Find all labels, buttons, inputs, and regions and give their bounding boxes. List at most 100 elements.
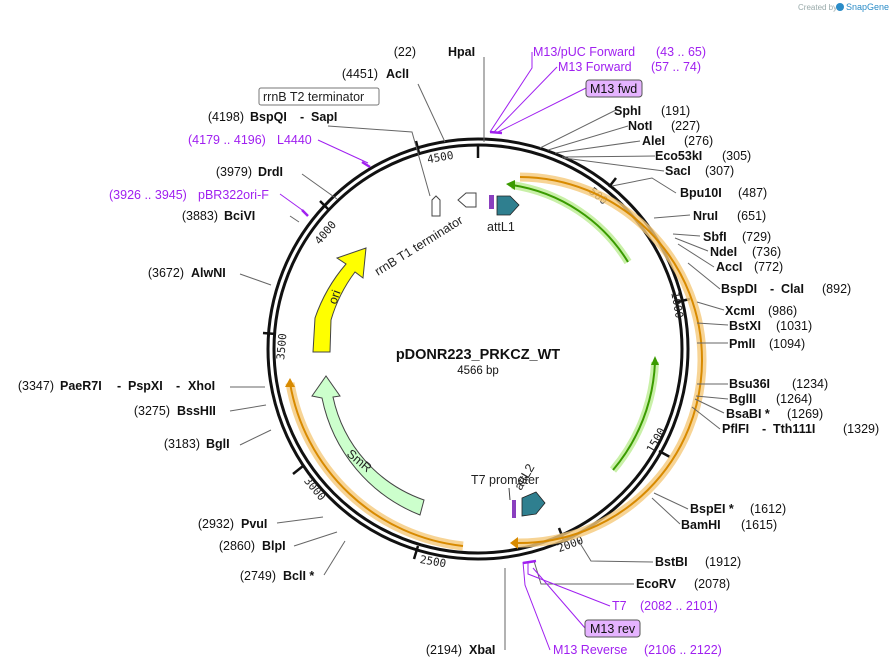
enzyme-xbai-name: XbaI xyxy=(469,643,495,657)
primer-pbr322ori-f-name: pBR322ori-F xyxy=(198,188,269,202)
enzyme-ecorv-name: EcoRV xyxy=(636,577,677,591)
primer-m13-puc-forward-name: M13/pUC Forward xyxy=(533,45,635,59)
enzyme-clai-name: ClaI xyxy=(781,282,804,296)
smr-feature-arrow xyxy=(311,375,425,516)
green-top-arc xyxy=(511,184,629,263)
primer-labels: M13/pUC Forward (43 .. 65) M13 Forward (… xyxy=(109,45,722,657)
enzyme-pflfi-name: PflFI xyxy=(722,422,749,436)
enzyme-saci-pos: (307) xyxy=(705,164,734,178)
enzyme-bcli-name: BclI * xyxy=(283,569,314,583)
enzyme-xhoi-sep: - xyxy=(176,379,180,393)
enzyme-bgli-pos: (3183) xyxy=(164,437,200,451)
enzyme-bspei-name: BspEI * xyxy=(690,502,734,516)
enzyme-nrui-pos: (651) xyxy=(737,209,766,223)
attl1-label: attL1 xyxy=(487,220,515,234)
green-bottom-arrowhead xyxy=(651,356,659,365)
orf-right-arrowhead xyxy=(510,537,518,549)
enzyme-xhoi-name: XhoI xyxy=(188,379,215,393)
snapgene-brand-text: SnapGene xyxy=(846,2,889,12)
orf-left-arrowhead xyxy=(285,378,295,387)
enzyme-bamhi-pos: (1615) xyxy=(741,518,777,532)
enzyme-labels-left: (22) HpaI (4451) AclI (4198) BspQI - Sap… xyxy=(18,45,496,657)
rrnb-t2-label-box xyxy=(258,87,380,106)
attl2-feature-arrow xyxy=(521,491,546,517)
enzyme-bglii-name: BglII xyxy=(729,392,756,406)
primer-m13-reverse-range: (2106 .. 2122) xyxy=(644,643,722,657)
ori-label: ori xyxy=(326,288,344,306)
enzyme-bspdi-pos: (892) xyxy=(822,282,851,296)
enzyme-acci-pos: (772) xyxy=(754,260,783,274)
enzyme-pflfi-pos: (1329) xyxy=(843,422,879,436)
rrnb-t2-terminator-marker xyxy=(431,195,441,217)
enzyme-xbai-pos: (2194) xyxy=(426,643,462,657)
enzyme-tth111i-sep: - xyxy=(762,422,766,436)
enzyme-bcivi-pos: (3883) xyxy=(182,209,218,223)
green-bottom-glow xyxy=(609,361,659,473)
enzyme-hpai-pos: (22) xyxy=(394,45,416,59)
attl1-feature-arrow xyxy=(496,195,520,216)
ori-feature-arrow xyxy=(312,247,367,353)
orf-left-glow xyxy=(285,382,464,551)
t7-promoter-label: T7 promoter xyxy=(471,473,539,487)
enzyme-bspdi-name: BspDI xyxy=(721,282,757,296)
orf-right-arc xyxy=(517,176,703,545)
primer-m13-puc-forward-range: (43 .. 65) xyxy=(656,45,706,59)
enzyme-bsu36i-name: Bsu36I xyxy=(729,377,770,391)
enzyme-acci-name: AccI xyxy=(716,260,742,274)
enzyme-clai-sep: - xyxy=(770,282,774,296)
enzyme-eco53ki-pos: (305) xyxy=(722,149,751,163)
enzyme-alwni-pos: (3672) xyxy=(148,266,184,280)
enzyme-bstxi-pos: (1031) xyxy=(776,319,812,333)
tick-3000: 3000 xyxy=(301,475,328,504)
tick-2500: 2500 xyxy=(419,553,447,570)
enzyme-sbfi-name: SbfI xyxy=(703,230,727,244)
enzyme-sbfi-pos: (729) xyxy=(742,230,771,244)
enzyme-saci-name: SacI xyxy=(665,164,691,178)
enzyme-ecorv-pos: (2078) xyxy=(694,577,730,591)
primer-m13-forward-name: M13 Forward xyxy=(558,60,632,74)
enzyme-xcmi-pos: (986) xyxy=(768,304,797,318)
primer-m13-rev-name: M13 rev xyxy=(590,622,636,636)
primer-pbr322ori-f-range: (3926 .. 3945) xyxy=(109,188,187,202)
enzyme-pspxi-name: PspXI xyxy=(128,379,163,393)
enzyme-pvui-pos: (2932) xyxy=(198,517,234,531)
enzyme-acli-name: AclI xyxy=(386,67,409,81)
rrnb-t2-label: rrnB T2 terminator xyxy=(263,90,364,104)
enzyme-sapi-name: - xyxy=(300,110,304,124)
primer-t7-name: T7 xyxy=(612,599,627,613)
enzyme-alei-name: AleI xyxy=(642,134,665,148)
enzyme-bgli-name: BglI xyxy=(206,437,230,451)
enzyme-bcivi-name: BciVI xyxy=(224,209,255,223)
enzyme-noti-pos: (227) xyxy=(671,119,700,133)
enzyme-bspqi-pos: (4198) xyxy=(208,110,244,124)
enzyme-ndei-name: NdeI xyxy=(710,245,737,259)
attl1-primer-mark xyxy=(489,195,494,209)
snapgene-logo-icon xyxy=(836,3,844,11)
enzyme-bsshii-pos: (3275) xyxy=(134,404,170,418)
enzyme-tth111i-name: Tth111I xyxy=(773,422,815,436)
enzyme-acli-pos: (4451) xyxy=(342,67,378,81)
enzyme-bamhi-name: BamHI xyxy=(681,518,721,532)
enzyme-bglii-pos: (1264) xyxy=(776,392,812,406)
enzyme-hpai-name: HpaI xyxy=(448,45,475,59)
rrnb-t1-terminator-arrow xyxy=(457,192,477,208)
tick-1000: 1000 xyxy=(668,291,685,319)
enzyme-blpi-pos: (2860) xyxy=(219,539,255,553)
enzyme-pvui-name: PvuI xyxy=(241,517,267,531)
enzyme-alwni-name: AlwNI xyxy=(191,266,226,280)
plasmid-size: 4566 bp xyxy=(457,365,499,377)
primer-m13-fwd-box xyxy=(585,79,643,98)
enzyme-alei-pos: (276) xyxy=(684,134,713,148)
enzyme-xcmi-name: XcmI xyxy=(725,304,755,318)
enzyme-bstbi-pos: (1912) xyxy=(705,555,741,569)
enzyme-labels-right: SphI (191) NotI (227) AleI (276) Eco53kI… xyxy=(614,104,879,591)
backbone-outer-ring xyxy=(266,137,690,561)
created-by-text: Created by xyxy=(798,3,837,12)
enzyme-bsabi-pos: (1269) xyxy=(787,407,823,421)
primer-t7-range: (2082 .. 2101) xyxy=(640,599,718,613)
enzyme-bsabi-name: BsaBI * xyxy=(726,407,770,421)
enzyme-pmli-pos: (1094) xyxy=(769,337,805,351)
attl2-primer-mark xyxy=(512,500,516,518)
tick-1500: 1500 xyxy=(644,426,669,455)
